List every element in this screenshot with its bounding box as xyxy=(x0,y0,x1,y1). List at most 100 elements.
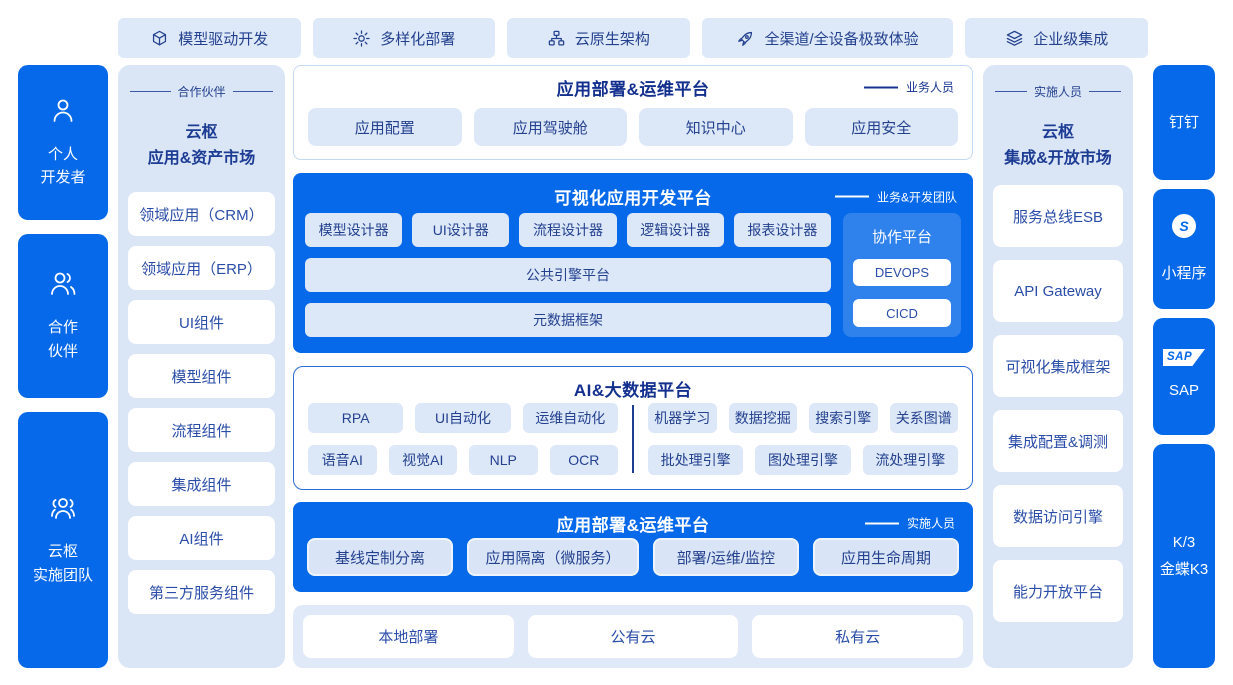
ecosystem-miniprogram: S 小程序 xyxy=(1153,189,1215,309)
box-title: AI&大数据平台 xyxy=(573,381,693,400)
ai-row: RPA UI自动化 运维自动化 xyxy=(308,402,618,433)
diagram-card: 关系图谱 xyxy=(889,402,958,433)
tab-label: 云原生架构 xyxy=(574,30,650,48)
role-partner: 合作 伙伴 xyxy=(18,234,108,398)
panel-header-label: 合作伙伴 xyxy=(177,85,226,99)
designer-row: 模型设计器 UI设计器 流程设计器 逻辑设计器 报表设计器 xyxy=(305,212,832,247)
diagram-card: 基线定制分离 xyxy=(307,538,454,577)
market-item: 能力开放平台 xyxy=(993,560,1123,623)
tab-label: 模型驱动开发 xyxy=(178,30,269,48)
panel-header-label: 实施人员 xyxy=(1034,85,1083,99)
tag-line xyxy=(834,195,869,198)
diagram-card: DEVOPS xyxy=(853,258,951,287)
tab-diverse-deployment: 多样化部署 xyxy=(312,18,496,58)
diagram-card: 应用配置 xyxy=(308,108,462,146)
market-item: 数据访问引擎 xyxy=(993,485,1123,548)
market-card-list: 领域应用（CRM） 领域应用（ERP） UI组件 模型组件 流程组件 集成组件 … xyxy=(118,192,285,615)
market-item: UI组件 xyxy=(128,300,275,345)
ecosystem-label: 钉钉 xyxy=(1168,114,1199,131)
ecosystem-label: 小程序 xyxy=(1161,264,1207,282)
ops-impl-cards: 基线定制分离 应用隔离（微服务） 部署/运维/监控 应用生命周期 xyxy=(307,538,960,577)
diagram-card: 应用安全 xyxy=(804,108,958,146)
diagram-card: 公有云 xyxy=(527,615,739,658)
roles-rail: 个人 开发者 合作 伙伴 云枢 实施团队 xyxy=(18,65,108,668)
panel-header-partner: 合作伙伴 xyxy=(130,83,274,100)
collaboration-subpanel: 协作平台 DEVOPS CICD xyxy=(843,212,961,337)
diagram-card: NLP xyxy=(469,444,538,475)
box-title: 可视化应用开发平台 xyxy=(554,189,712,209)
market-card-list: 服务总线ESB API Gateway 可视化集成框架 集成配置&调测 数据访问… xyxy=(983,185,1133,623)
box-title-row: 应用部署&运维平台 业务人员 xyxy=(308,66,958,108)
layers-icon xyxy=(1005,29,1024,48)
divider-line xyxy=(130,90,171,93)
ai-row: 语音AI 视觉AI NLP OCR xyxy=(308,444,618,475)
tag-line xyxy=(864,522,899,525)
panel-title: 云枢 应用&资产市场 xyxy=(147,124,256,167)
diagram-card: 批处理引擎 xyxy=(648,444,744,475)
diagram-card: 应用隔离（微服务） xyxy=(467,538,639,577)
box-title-row: AI&大数据平台 xyxy=(308,375,958,403)
diagram-card: 公共引擎平台 xyxy=(305,257,831,292)
tab-label: 多样化部署 xyxy=(380,30,456,48)
ops-business-cards: 应用配置 应用驾驶舱 知识中心 应用安全 xyxy=(308,108,958,146)
tag-label: 业务人员 xyxy=(905,80,954,95)
ecosystem-kingdee-k3: K/3 金蝶K3 xyxy=(1153,444,1215,668)
diagram-card: 元数据框架 xyxy=(305,302,831,337)
sitemap-icon xyxy=(547,29,566,48)
audience-tag: 实施人员 xyxy=(864,515,955,532)
role-label: 个人 开发者 xyxy=(40,145,86,187)
miniprogram-icon: S xyxy=(1170,212,1198,249)
panel-header-implementation: 实施人员 xyxy=(995,83,1122,100)
users-icon xyxy=(48,269,78,304)
vertical-divider xyxy=(632,404,634,473)
diagram-card: 应用驾驶舱 xyxy=(473,108,627,146)
diagram-card: 私有云 xyxy=(752,615,964,658)
ai-content: RPA UI自动化 运维自动化 语音AI 视觉AI NLP OCR 机器学习 xyxy=(308,402,958,475)
diagram-card: 视觉AI xyxy=(388,444,457,475)
platform-stack: 应用部署&运维平台 业务人员 应用配置 应用驾驶舱 知识中心 应用安全 可视化应… xyxy=(293,65,973,668)
tab-label: 全渠道/全设备极致体验 xyxy=(764,30,919,48)
ai-row: 批处理引擎 图处理引擎 流处理引擎 xyxy=(648,444,958,475)
diagram-card: 流程设计器 xyxy=(519,212,617,247)
feature-tab-bar: 模型驱动开发 多样化部署 云原生架构 全渠道/全设备极致体验 企业级集成 xyxy=(118,18,1149,58)
tag-label: 实施人员 xyxy=(906,516,955,531)
svg-text:S: S xyxy=(1179,218,1189,234)
user-icon xyxy=(48,96,78,131)
market-item: API Gateway xyxy=(993,260,1123,323)
role-label: 云枢 实施团队 xyxy=(32,543,93,584)
ai-bigdata-platform-box: AI&大数据平台 RPA UI自动化 运维自动化 语音AI 视觉AI NLP O… xyxy=(293,365,973,490)
tab-model-driven-dev: 模型驱动开发 xyxy=(118,18,301,58)
ecosystem-label: SAP xyxy=(1168,382,1199,399)
team-icon xyxy=(48,493,78,528)
diagram-card: 语音AI xyxy=(308,444,377,475)
diagram-card: 流处理引擎 xyxy=(862,444,958,475)
market-item: 领域应用（ERP） xyxy=(128,246,275,291)
sap-logo: SAP xyxy=(1163,349,1205,366)
integration-open-market-panel: 实施人员 云枢 集成&开放市场 服务总线ESB API Gateway 可视化集… xyxy=(983,65,1133,668)
diagram-card: 模型设计器 xyxy=(305,212,403,247)
box-title: 应用部署&运维平台 xyxy=(556,515,710,535)
diagram-card: 数据挖掘 xyxy=(728,402,797,433)
box-title: 应用部署&运维平台 xyxy=(556,79,710,99)
role-personal-developer: 个人 开发者 xyxy=(18,65,108,220)
box-title-row: 应用部署&运维平台 实施人员 xyxy=(307,508,959,538)
market-item: 服务总线ESB xyxy=(993,185,1123,248)
visual-dev-platform-box: 可视化应用开发平台 业务&开发团队 模型设计器 UI设计器 流程设计器 逻辑设计… xyxy=(293,172,973,353)
diagram-card: 图处理引擎 xyxy=(755,444,851,475)
ecosystem-dingtalk: 钉钉 xyxy=(1153,65,1215,180)
market-item: 第三方服务组件 xyxy=(128,570,275,615)
ai-row: 机器学习 数据挖掘 搜索引擎 关系图谱 xyxy=(648,402,958,433)
deployment-strip: 本地部署 公有云 私有云 xyxy=(293,605,973,668)
diagram-card: 本地部署 xyxy=(303,615,514,658)
market-item: 模型组件 xyxy=(128,354,275,399)
collab-title: 协作平台 xyxy=(871,228,932,246)
market-item: 集成组件 xyxy=(128,462,275,507)
panel-title: 云枢 集成&开放市场 xyxy=(1004,124,1112,167)
diagram-card: 部署/运维/监控 xyxy=(652,538,799,577)
metadata-row: 元数据框架 xyxy=(305,302,831,337)
designer-stack: 模型设计器 UI设计器 流程设计器 逻辑设计器 报表设计器 公共引擎平台 元数据… xyxy=(305,212,832,337)
diagram-card: 报表设计器 xyxy=(733,212,832,247)
tag-line xyxy=(863,86,898,88)
ops-platform-business-box: 应用部署&运维平台 业务人员 应用配置 应用驾驶舱 知识中心 应用安全 xyxy=(293,65,973,160)
